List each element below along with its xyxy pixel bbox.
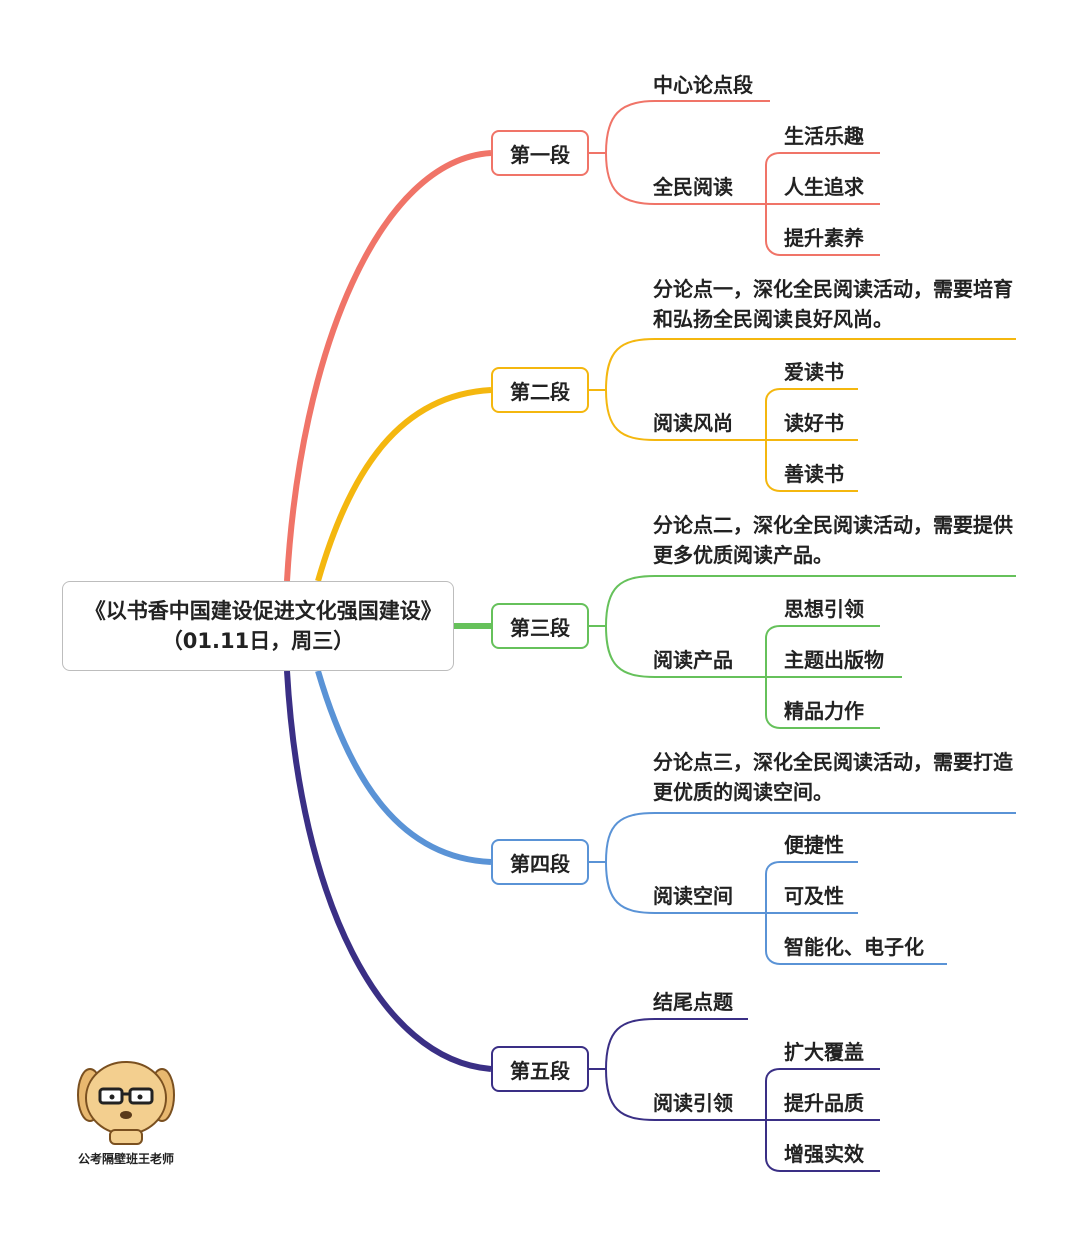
section-5-point: 结尾点题 (653, 990, 733, 1014)
sec2-lines (589, 338, 1016, 492)
section-3-sub: 阅读产品 (653, 648, 733, 672)
section-2-point: 分论点一，深化全民阅读活动，需要培育和弘扬全民阅读良好风尚。 (653, 277, 1013, 331)
watermark-text: 公考隔壁班王老师 (77, 1152, 174, 1166)
section-1-sub: 全民阅读 (653, 175, 733, 199)
branch-line-2 (315, 387, 492, 582)
section-5-item-3: 增强实效 (784, 1142, 864, 1166)
branch-line-5 (284, 670, 492, 1072)
section-4-item-3: 智能化、电子化 (784, 935, 924, 959)
section-3-point: 分论点二，深化全民阅读活动，需要提供更多优质阅读产品。 (653, 513, 1013, 567)
section-5-node: 第五段 (491, 1046, 589, 1092)
section-4-node: 第四段 (491, 839, 589, 885)
branch-line-1 (284, 150, 492, 582)
sec3-lines (589, 575, 1016, 729)
branch-line-4 (315, 670, 492, 865)
cartoon-dog-with-glasses-icon (77, 1061, 175, 1145)
section-5-sub: 阅读引领 (653, 1091, 733, 1115)
section-5-item-2: 提升品质 (784, 1091, 864, 1115)
section-1-point: 中心论点段 (653, 73, 753, 97)
section-2-label: 第二段 (510, 379, 570, 404)
section-3-node: 第三段 (491, 603, 589, 649)
section-4-sub: 阅读空间 (653, 884, 733, 908)
section-2-item-1: 爱读书 (784, 360, 844, 384)
section-2-node: 第二段 (491, 367, 589, 413)
sec5-lines (589, 1018, 880, 1172)
section-4-point: 分论点三，深化全民阅读活动，需要打造更优质的阅读空间。 (653, 750, 1013, 804)
section-5-item-1: 扩大覆盖 (784, 1040, 864, 1064)
section-4-item-2: 可及性 (784, 884, 844, 908)
section-2-item-3: 善读书 (784, 462, 844, 486)
section-3-item-2: 主题出版物 (784, 648, 884, 672)
root-title: 《以书香中国建设促进文化强国建设》（01.11日，周三） (84, 599, 432, 653)
section-1-label: 第一段 (510, 142, 570, 167)
root-topic: 《以书香中国建设促进文化强国建设》（01.11日，周三） (62, 581, 454, 671)
section-3-item-1: 思想引领 (784, 597, 864, 621)
section-4-item-1: 便捷性 (784, 833, 844, 857)
section-1-node: 第一段 (491, 130, 589, 176)
section-3-item-3: 精品力作 (784, 699, 864, 723)
section-2-item-2: 读好书 (784, 411, 844, 435)
sec4-lines (589, 812, 1016, 965)
section-3-label: 第三段 (510, 615, 570, 640)
section-5-label: 第五段 (510, 1058, 570, 1083)
sec1-lines (589, 100, 880, 256)
section-2-sub: 阅读风尚 (653, 411, 733, 435)
section-1-item-1: 生活乐趣 (784, 124, 864, 148)
section-4-label: 第四段 (510, 851, 570, 876)
section-1-item-2: 人生追求 (784, 175, 864, 199)
section-1-item-3: 提升素养 (784, 226, 864, 250)
